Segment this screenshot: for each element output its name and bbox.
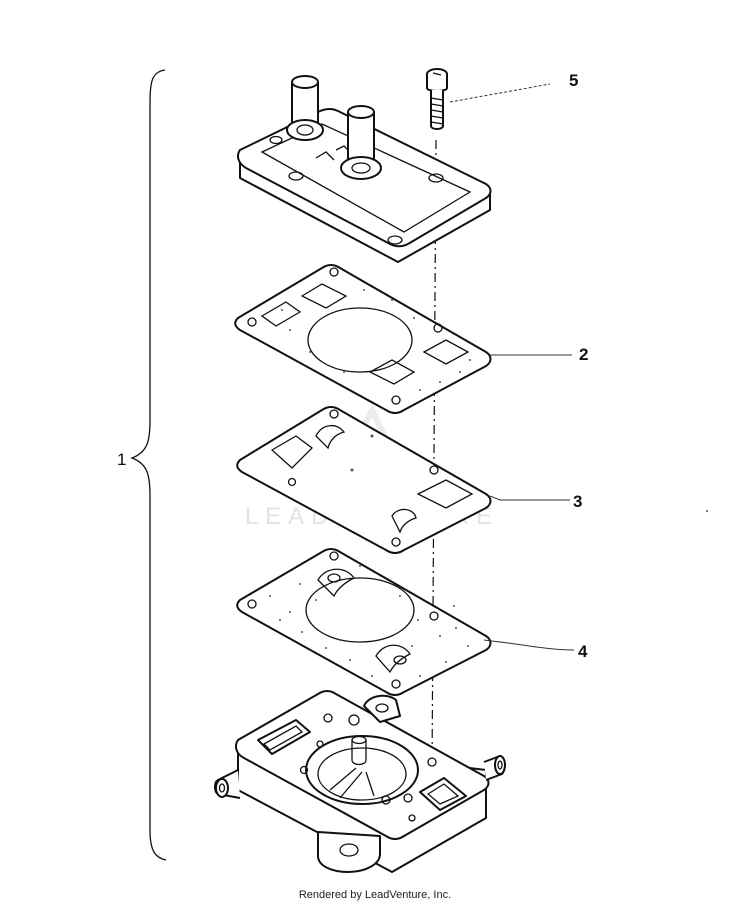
gasket-2 <box>234 264 492 414</box>
callout-4: 4 <box>578 642 588 661</box>
leader-line-3 <box>489 495 570 501</box>
footer-credit: Rendered by LeadVenture, Inc. <box>298 889 452 901</box>
assembly-brace <box>130 69 167 861</box>
leader-line-5 <box>449 83 551 103</box>
gasket-4 <box>236 548 492 696</box>
callout-3: 3 <box>573 492 582 511</box>
screw-part <box>426 68 448 130</box>
pump-body <box>214 690 506 873</box>
callout-5: 5 <box>569 71 578 90</box>
leader-line-4 <box>483 639 575 651</box>
callout-1: 1 <box>117 450 126 469</box>
callout-2: 2 <box>579 345 588 364</box>
pump-cover <box>237 75 492 263</box>
stray-dot <box>706 510 708 512</box>
gasket-3 <box>236 406 492 554</box>
